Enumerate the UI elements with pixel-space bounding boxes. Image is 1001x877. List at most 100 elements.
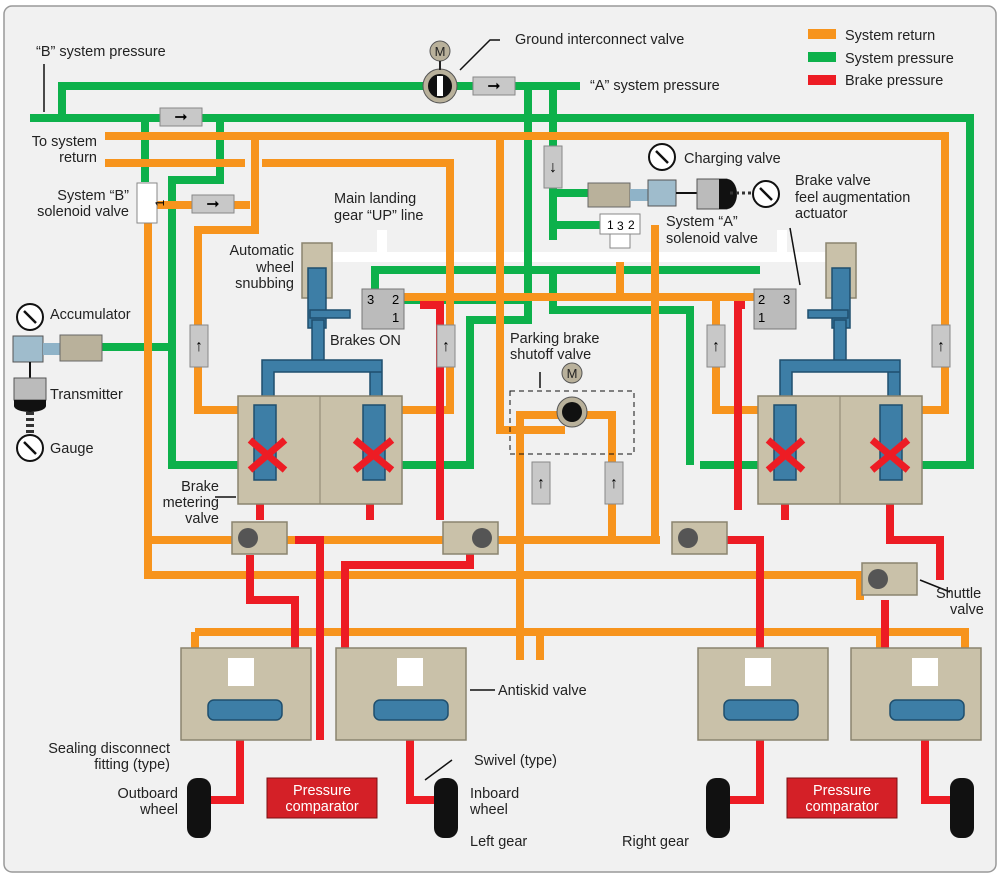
label-brakes-on: Brakes ON bbox=[330, 333, 401, 349]
label-feel-augmentation-actuator: actuator bbox=[795, 206, 848, 222]
arrow-up-icon: ↑ bbox=[195, 338, 203, 355]
shuttle-valve bbox=[442, 521, 499, 555]
label-outboard-wheel: Outboard bbox=[118, 786, 178, 802]
antiskid-valve bbox=[697, 647, 829, 741]
antiskid-valve bbox=[850, 647, 982, 741]
arrow-right-icon: ➞ bbox=[206, 196, 219, 213]
arrow-down-icon: ↓ bbox=[549, 159, 557, 176]
arrow-right-icon: ➞ bbox=[174, 109, 187, 126]
check-valve: ↑ bbox=[436, 324, 456, 368]
port-label: 1 bbox=[758, 310, 765, 325]
inboard-wheel-right bbox=[950, 778, 974, 838]
label-parking-brake-shutoff: Parking brake bbox=[510, 331, 599, 347]
label-system-b-solenoid: System “B” bbox=[57, 188, 129, 204]
brake-pressure-lines bbox=[210, 301, 952, 804]
pressure-comparator-label: comparator bbox=[805, 799, 879, 815]
legend-label-brake: Brake pressure bbox=[845, 73, 943, 89]
system-b-solenoid-valve[interactable]: 1 bbox=[136, 182, 167, 224]
label-brake-metering-valve: metering bbox=[163, 495, 219, 511]
label-brake-metering-valve: Brake bbox=[181, 479, 219, 495]
label-shuttle-valve: Shuttle bbox=[936, 586, 981, 602]
check-valve: ↑ bbox=[931, 324, 951, 368]
label-accumulator: Accumulator bbox=[50, 307, 131, 323]
label-a-system-pressure: “A” system pressure bbox=[590, 78, 720, 94]
check-valve: ➞ bbox=[159, 107, 203, 127]
arrow-up-icon: ↑ bbox=[937, 338, 945, 355]
system-a-solenoid-valve[interactable]: 1 3 2 bbox=[599, 213, 641, 249]
port-label: 1 bbox=[607, 218, 614, 232]
port-label: 1 bbox=[392, 310, 399, 325]
label-inboard-wheel: wheel bbox=[469, 802, 508, 818]
check-valve: ↓ bbox=[543, 145, 563, 189]
label-shuttle-valve: valve bbox=[950, 602, 984, 618]
left-pressure-comparator: Pressure comparator bbox=[266, 777, 378, 819]
shuttle-valves bbox=[231, 521, 918, 596]
legend-label-return: System return bbox=[845, 28, 935, 44]
label-gauge: Gauge bbox=[50, 441, 94, 457]
label-automatic-wheel-snubbing: Automatic bbox=[230, 243, 294, 259]
legend-swatch-return bbox=[808, 29, 836, 39]
arrow-up-icon: ↑ bbox=[537, 475, 545, 492]
label-sealing-disconnect: Sealing disconnect bbox=[48, 741, 170, 757]
legend-swatch-pressure bbox=[808, 52, 836, 62]
accumulator bbox=[12, 303, 103, 462]
outboard-wheel-right bbox=[706, 778, 730, 838]
parking-brake-shutoff-valve[interactable]: M bbox=[509, 362, 635, 455]
label-system-b-solenoid: solenoid valve bbox=[37, 204, 129, 220]
label-left-gear: Left gear bbox=[470, 834, 527, 850]
motor-icon bbox=[561, 362, 583, 384]
labels: “B” system pressure Ground interconnect … bbox=[32, 32, 984, 850]
arrow-up-icon: ↑ bbox=[712, 338, 720, 355]
pressure-comparator-label: Pressure bbox=[813, 783, 871, 799]
charging-valve bbox=[587, 143, 780, 210]
check-valves: ➞ ➞ ➞ ↓ ↑ ↑ ↑ ↑ ↑ ↑ bbox=[159, 76, 951, 505]
legend: System return System pressure Brake pres… bbox=[808, 28, 954, 89]
callout-arrows bbox=[43, 39, 951, 781]
check-valve: ➞ bbox=[472, 76, 516, 96]
right-pressure-comparator: Pressure comparator bbox=[786, 777, 898, 819]
label-charging-valve: Charging valve bbox=[684, 151, 781, 167]
motor-label: M bbox=[567, 366, 578, 381]
label-feel-augmentation-actuator: feel augmentation bbox=[795, 190, 910, 206]
shuttle-valve bbox=[231, 521, 288, 555]
antiskid-valves bbox=[180, 647, 982, 741]
right-brake-valve[interactable]: 2 3 1 bbox=[753, 288, 797, 330]
shuttle-valve bbox=[671, 521, 728, 555]
label-automatic-wheel-snubbing: wheel bbox=[255, 260, 294, 276]
port-label: 3 bbox=[783, 292, 790, 307]
port-label: 3 bbox=[617, 219, 624, 233]
wheels bbox=[187, 778, 974, 838]
legend-swatch-brake bbox=[808, 75, 836, 85]
arrow-up-icon: ↑ bbox=[610, 475, 618, 492]
label-b-system-pressure: “B” system pressure bbox=[36, 44, 166, 60]
port-label: 2 bbox=[628, 218, 635, 232]
left-snubbing-cylinder bbox=[301, 242, 351, 366]
antiskid-valve bbox=[335, 647, 467, 741]
motor-label: M bbox=[435, 44, 446, 59]
label-system-a-solenoid: System “A” bbox=[666, 214, 738, 230]
left-brake-valve[interactable]: 3 2 1 bbox=[361, 288, 405, 330]
port-label: 2 bbox=[758, 292, 765, 307]
label-automatic-wheel-snubbing: snubbing bbox=[235, 276, 294, 292]
label-outboard-wheel: wheel bbox=[139, 802, 178, 818]
label-sealing-disconnect: fitting (type) bbox=[94, 757, 170, 773]
transmitter bbox=[13, 377, 47, 401]
label-ground-interconnect-valve: Ground interconnect valve bbox=[515, 32, 684, 48]
ground-interconnect-valve[interactable]: M bbox=[422, 40, 458, 104]
label-inboard-wheel: Inboard bbox=[470, 786, 519, 802]
outboard-wheel-left bbox=[187, 778, 211, 838]
label-main-gear-up-line: gear “UP” line bbox=[334, 208, 423, 224]
legend-label-pressure: System pressure bbox=[845, 51, 954, 67]
label-main-gear-up-line: Main landing bbox=[334, 191, 416, 207]
pressure-comparator-label: Pressure bbox=[293, 783, 351, 799]
check-valve: ↑ bbox=[706, 324, 726, 368]
inboard-wheel-left bbox=[434, 778, 458, 838]
arrow-up-icon: ↑ bbox=[442, 338, 450, 355]
label-to-system-return: To system bbox=[32, 134, 97, 150]
left-brake-metering-valve bbox=[237, 359, 403, 505]
label-parking-brake-shutoff: shutoff valve bbox=[510, 347, 591, 363]
label-right-gear: Right gear bbox=[622, 834, 689, 850]
check-valve: ↑ bbox=[531, 461, 551, 505]
